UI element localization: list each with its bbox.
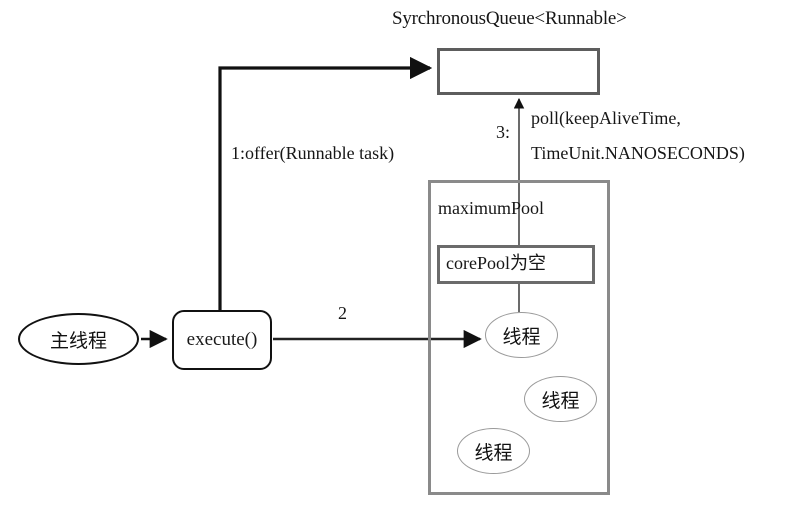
edge-label-poll-line2: TimeUnit.NANOSECONDS) bbox=[531, 143, 745, 163]
edge-label-poll-step: 3: bbox=[496, 122, 511, 142]
edge-offer-path bbox=[218, 56, 433, 310]
worker-thread-node-1: 线程 bbox=[485, 312, 558, 358]
main-thread-label: 主线程 bbox=[49, 329, 107, 352]
worker-thread-label-2: 线程 bbox=[541, 389, 580, 412]
main-thread-node: 主线程 bbox=[18, 313, 139, 365]
execute-node: execute() bbox=[172, 310, 272, 370]
queue-title: SyrchronousQueue<Runnable> bbox=[392, 8, 627, 29]
worker-thread-node-3: 线程 bbox=[457, 428, 530, 474]
edge-label-poll-line1: poll(keepAliveTime, bbox=[531, 108, 681, 128]
edge-label-dispatch: 2 bbox=[338, 303, 347, 323]
worker-thread-node-2: 线程 bbox=[524, 376, 597, 422]
core-pool-label: corePool为空 bbox=[446, 253, 546, 273]
synchronous-queue-box bbox=[437, 48, 600, 95]
core-pool-box bbox=[437, 245, 595, 284]
execute-label: execute() bbox=[186, 329, 258, 350]
worker-thread-label-3: 线程 bbox=[474, 441, 513, 464]
edge-label-offer: 1:offer(Runnable task) bbox=[231, 143, 395, 163]
maximum-pool-box bbox=[428, 180, 610, 495]
maximum-pool-label: maximumPool bbox=[438, 198, 545, 218]
worker-thread-label-1: 线程 bbox=[502, 325, 541, 348]
